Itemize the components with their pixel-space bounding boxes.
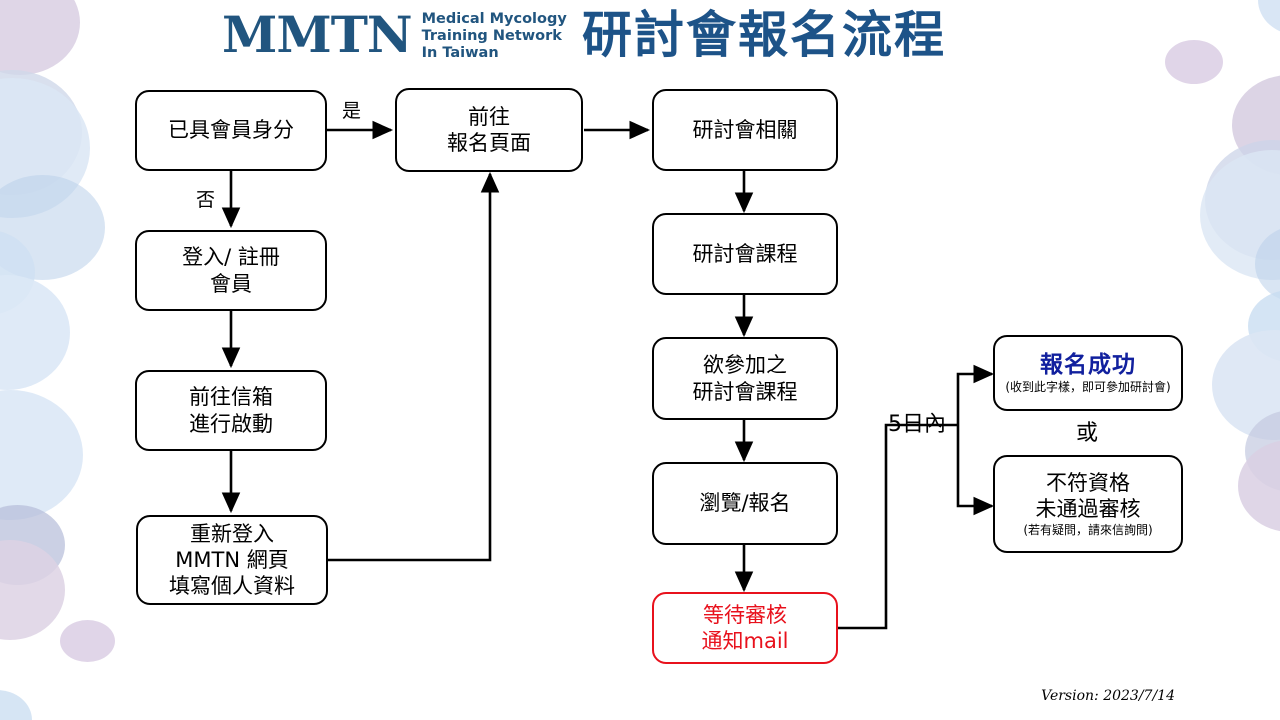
node-relogin-fill-info-line1: 重新登入 [190,521,274,546]
logo-tagline-line1: Medical Mycology [421,10,567,27]
node-registration-rejected[interactable]: 不符資格 未通過審核 (若有疑問，請來信詢問) [993,455,1183,553]
node-goto-mailbox[interactable]: 前往信箱 進行啟動 [135,370,327,451]
node-registration-rejected-line2: 未通過審核 [1035,497,1141,521]
node-registration-success-note: (收到此字樣，即可參加研討會) [1005,380,1171,395]
node-goto-mailbox-line2: 進行啟動 [189,411,273,436]
logo-tagline-line3: In Taiwan [421,44,499,61]
node-relogin-fill-info-line2: MMTN 網頁 [175,547,289,572]
node-seminar-course[interactable]: 研討會課程 [652,213,838,295]
node-registration-success-title: 報名成功 [1040,351,1136,378]
node-goto-signup-page-line1: 前往 [468,104,510,129]
version-stamp: Version: 2023/7/14 [1041,688,1175,704]
node-desired-course[interactable]: 欲參加之 研討會課程 [652,337,838,420]
node-login-register-line1: 登入/ 註冊 [182,245,280,270]
edge-label-yes: 是 [342,100,362,122]
node-await-review[interactable]: 等待審核 通知mail [652,592,838,664]
node-desired-course-line1: 欲參加之 [703,353,787,378]
node-member-status[interactable]: 已具會員身分 [135,90,327,171]
edge-label-or: 或 [1076,421,1099,446]
node-login-register-line2: 會員 [210,271,252,296]
node-registration-rejected-note: (若有疑問，請來信詢問) [1023,523,1153,538]
node-browse-signup-line1: 瀏覽/報名 [699,491,791,516]
node-goto-mailbox-line1: 前往信箱 [189,385,273,410]
mmtn-logo: MMTN Medical Mycology Training Network I… [222,8,567,62]
node-member-status-line1: 已具會員身分 [168,118,294,143]
slide-header: MMTN Medical Mycology Training Network I… [0,0,1280,80]
edge-label-no: 否 [196,189,216,211]
node-await-review-line1: 等待審核 [703,602,787,627]
node-browse-signup[interactable]: 瀏覽/報名 [652,462,838,545]
node-relogin-fill-info[interactable]: 重新登入 MMTN 網頁 填寫個人資料 [136,515,328,605]
node-seminar-related-line1: 研討會相關 [692,117,798,142]
node-goto-signup-page[interactable]: 前往 報名頁面 [395,88,583,172]
node-desired-course-line2: 研討會課程 [692,379,798,404]
logo-tagline: Medical Mycology Training Network In Tai… [422,9,567,62]
logo-tagline-line2: Training Network [421,27,562,44]
edge-label-within-5-days: 5日內 [888,412,946,437]
node-login-register[interactable]: 登入/ 註冊 會員 [135,230,327,311]
logo-wordmark: MMTN [222,5,413,64]
node-relogin-fill-info-line3: 填寫個人資料 [169,574,295,599]
node-goto-signup-page-line2: 報名頁面 [447,131,531,155]
node-seminar-related[interactable]: 研討會相關 [652,89,838,171]
node-registration-rejected-line1: 不符資格 [1046,470,1130,495]
node-seminar-course-line1: 研討會課程 [692,241,798,266]
page-title: 研討會報名流程 [582,6,946,64]
node-await-review-line2: 通知mail [701,629,789,653]
node-registration-success[interactable]: 報名成功 (收到此字樣，即可參加研討會) [993,335,1183,411]
